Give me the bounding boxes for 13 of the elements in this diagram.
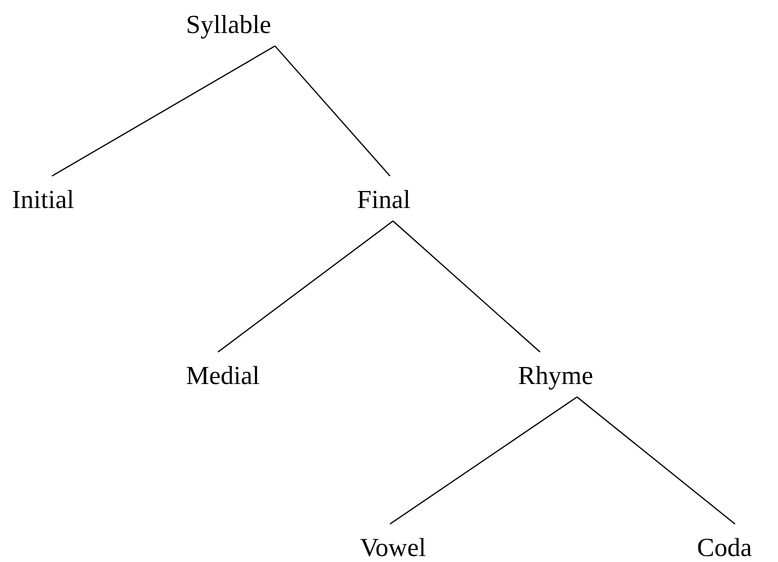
tree-node-label: Coda: [697, 534, 752, 562]
tree-node-label: Medial: [186, 362, 260, 390]
tree-node-label: Initial: [12, 186, 74, 214]
tree-node-label: Final: [357, 186, 410, 214]
branch-line: [390, 396, 578, 524]
tree-node-label: Vowel: [360, 534, 426, 562]
branch-line: [392, 220, 540, 352]
branch-line: [52, 45, 276, 177]
branch-line: [274, 46, 390, 176]
branch-line: [218, 220, 394, 352]
tree-node-label: Syllable: [186, 11, 272, 39]
branch-line: [576, 396, 736, 524]
tree-node-label: Rhyme: [518, 362, 594, 390]
